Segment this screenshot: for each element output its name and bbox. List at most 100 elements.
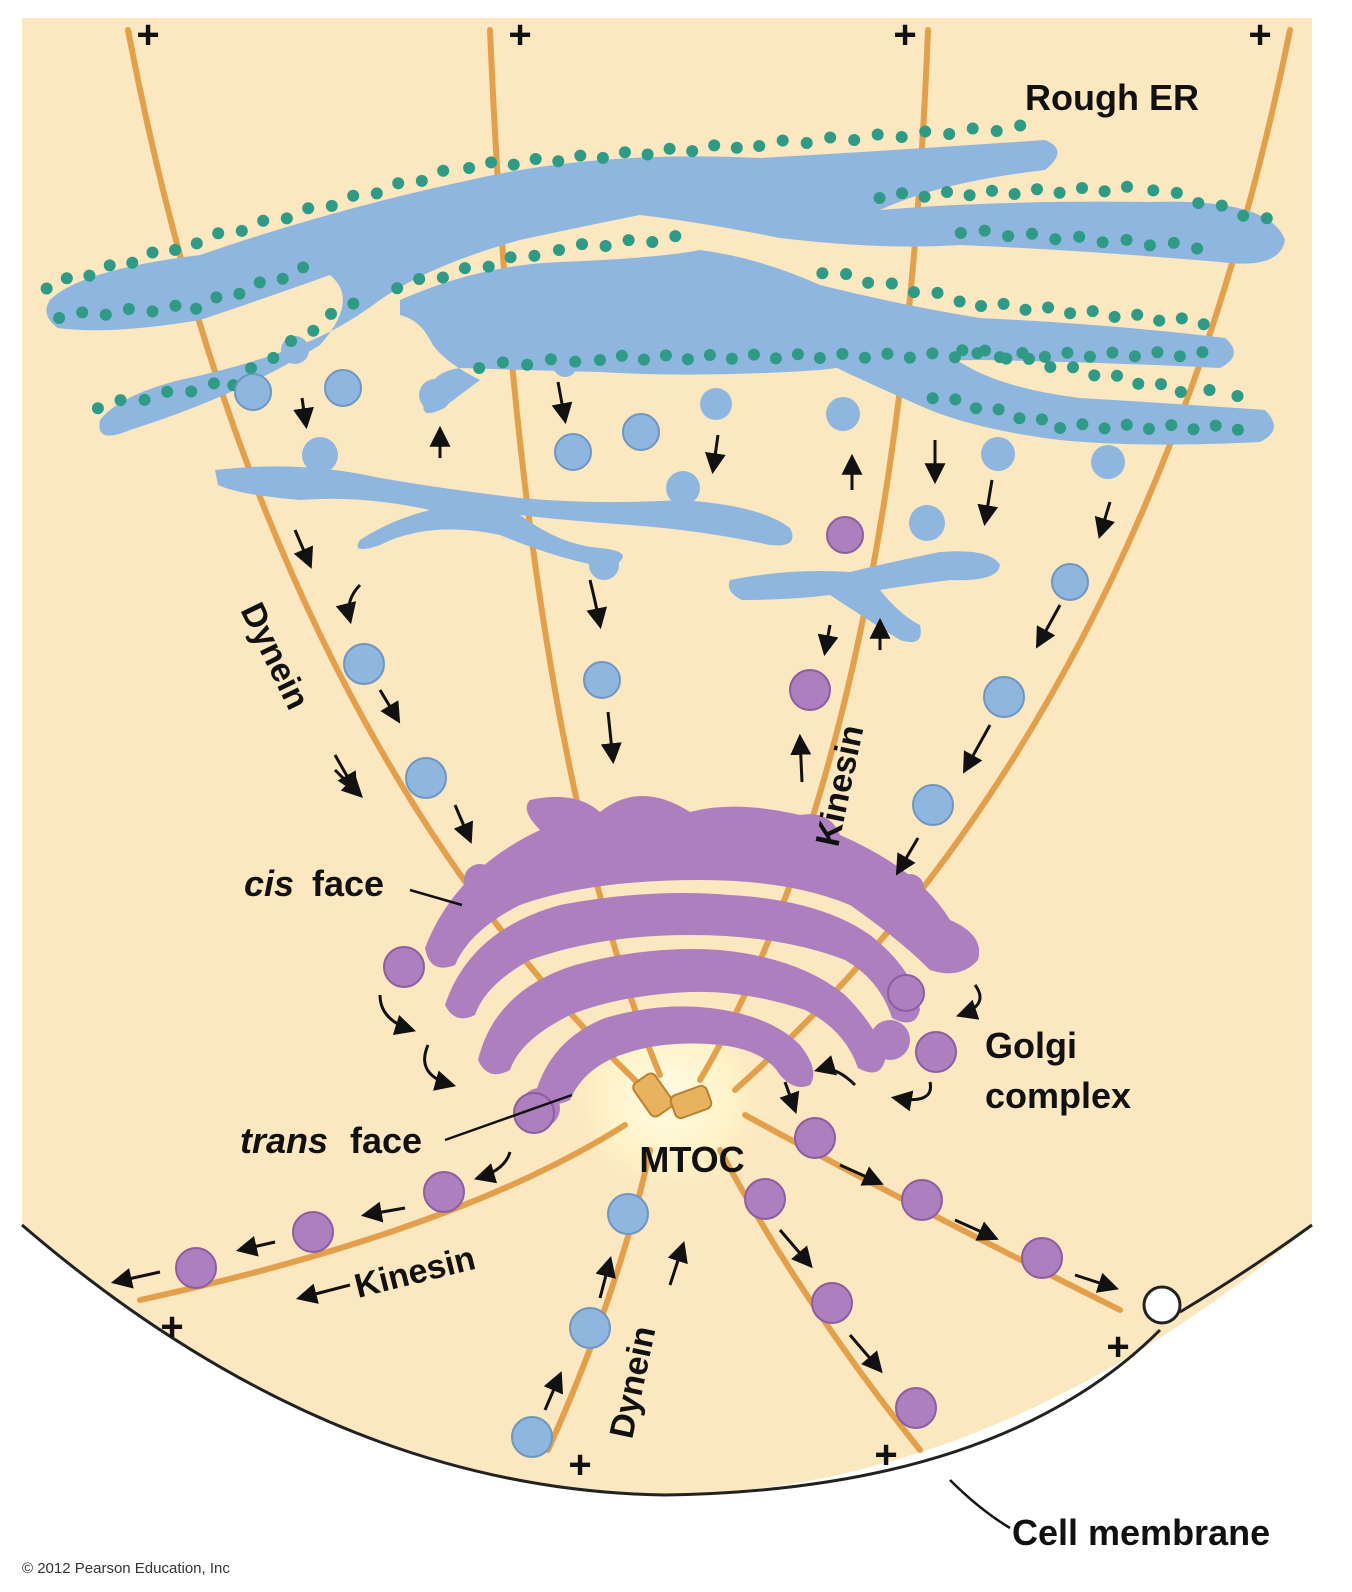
ribosome (1083, 350, 1096, 363)
ribosome (1143, 422, 1155, 435)
ribosome (708, 139, 721, 152)
ribosome (437, 164, 450, 177)
ribosome (931, 286, 944, 299)
ribosome (212, 227, 225, 240)
ribosome (569, 355, 582, 368)
cis-face-label-italic: cis (244, 863, 294, 904)
plus-end-3: + (893, 13, 916, 57)
ribosome (858, 351, 871, 364)
plus-end-4: + (1248, 13, 1271, 57)
microtubule-5 (137, 1122, 628, 1303)
ribosome (347, 189, 360, 202)
cell-membrane-label: Cell membrane (1012, 1512, 1270, 1553)
ribosome (485, 156, 498, 169)
microtubule-1 (125, 27, 643, 1088)
ribosome (1175, 312, 1188, 325)
ribosome (1106, 346, 1119, 359)
ribosome (963, 189, 976, 202)
ribosome (659, 349, 672, 362)
ribosome (53, 312, 66, 324)
ribosome (138, 393, 151, 406)
ribosome (703, 349, 716, 361)
ribosome (1000, 352, 1013, 365)
ribosome (253, 276, 266, 289)
ribosome (997, 297, 1010, 310)
ribosome (1165, 419, 1178, 432)
ribosome (903, 351, 916, 364)
cell-membrane-right (1179, 1223, 1313, 1314)
ribosome (1197, 318, 1210, 331)
ribosome (347, 297, 360, 310)
ribosome (926, 347, 939, 360)
er-cisterna-top (46, 140, 1285, 436)
ribosomes (40, 119, 1273, 436)
ribosome (76, 306, 89, 319)
ribosome (245, 362, 257, 375)
ribosome (669, 230, 682, 243)
ribosome (276, 272, 289, 285)
ribosome (966, 122, 979, 135)
transport-arrows (110, 381, 1119, 1411)
ribosome (60, 272, 73, 285)
ribosome (848, 134, 861, 146)
ribosome (1042, 301, 1055, 314)
ribosome (1132, 377, 1145, 390)
ribosome (1215, 199, 1228, 212)
ribosome (986, 184, 998, 197)
ribosome (918, 190, 931, 203)
ribosome (507, 158, 520, 171)
plus-end-2: + (508, 13, 531, 57)
mtoc-centrioles (632, 1072, 713, 1120)
ribosome (576, 238, 588, 251)
ribosome (641, 148, 654, 161)
ribosome (975, 300, 987, 312)
ribosome (1237, 209, 1250, 222)
ribosome (1260, 212, 1273, 225)
ribosome (413, 273, 426, 285)
ribosome (813, 352, 826, 364)
ribosome (1192, 197, 1205, 210)
ribosome (1209, 419, 1222, 432)
ribosome (681, 353, 694, 366)
ribosome (1038, 350, 1051, 363)
ribosome (873, 192, 886, 204)
ribosome (1174, 386, 1187, 398)
ribosome (1054, 422, 1067, 434)
ribosome (871, 128, 884, 141)
ribosome (391, 282, 404, 295)
ribosome (686, 145, 699, 158)
ribosome (325, 307, 337, 320)
ribosome (528, 249, 541, 262)
ribosome (1143, 239, 1156, 252)
golgi-cisterna-3 (478, 949, 885, 1075)
ribosome (954, 227, 967, 239)
ergic-right (728, 551, 1000, 643)
plus-end-7: + (874, 1433, 897, 1477)
ribosome (949, 393, 962, 406)
ribosome (776, 134, 789, 147)
ribosome (169, 243, 182, 256)
ribosome (1088, 369, 1101, 382)
ribosome (207, 377, 220, 390)
ribosome (753, 140, 766, 152)
ribosome (1096, 236, 1109, 249)
ribosome (622, 234, 635, 247)
golgi-label-line2: complex (985, 1075, 1131, 1116)
ribosome (747, 348, 760, 361)
ribosome (1014, 119, 1027, 132)
ribosome (544, 353, 557, 366)
plus-end-8: + (1106, 1325, 1129, 1369)
plus-end-markers: + + + + + + + + (136, 13, 1271, 1487)
ribosome (919, 125, 932, 138)
ribosome (769, 352, 782, 365)
dynein-label-upper-arrow (333, 754, 358, 794)
cis-face-label: face (312, 863, 384, 904)
ribosome (836, 347, 849, 360)
ribosome (1111, 369, 1123, 382)
ribosome (1008, 188, 1021, 200)
ribosome (91, 402, 104, 415)
ribosome (1002, 230, 1015, 243)
ribosome (1108, 310, 1121, 323)
exocytosis-pit (1142, 1285, 1182, 1325)
ribosome (618, 146, 631, 159)
